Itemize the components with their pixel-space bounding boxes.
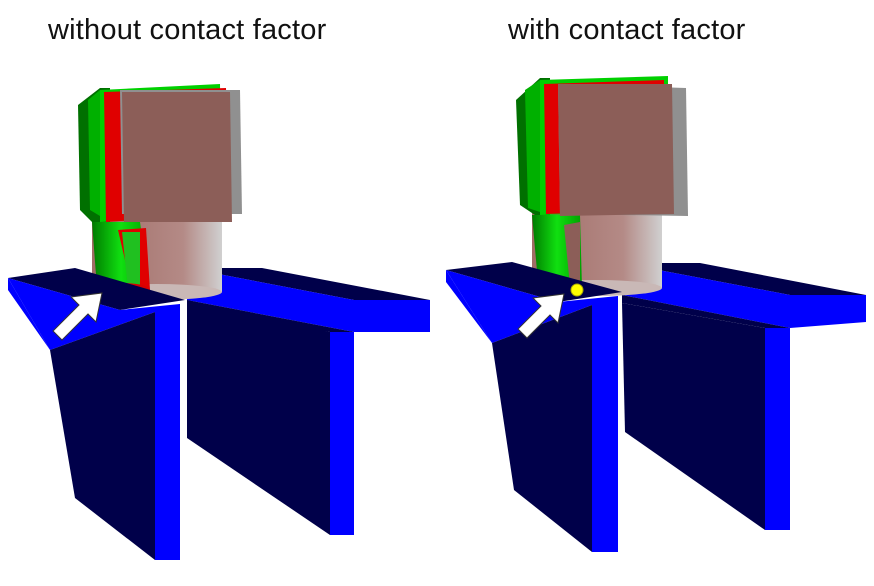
left-cap-box — [78, 84, 242, 222]
left-contact-arrow — [52, 292, 103, 341]
right-panel — [446, 76, 866, 552]
left-panel — [8, 84, 430, 560]
right-left-beam — [446, 262, 622, 552]
left-left-beam — [8, 268, 185, 560]
right-right-beam — [622, 263, 866, 530]
right-cap-box — [516, 76, 688, 216]
contact-point-marker — [570, 283, 584, 297]
right-panel-title: with contact factor — [508, 14, 746, 46]
right-contact-arrow — [517, 293, 565, 339]
left-panel-title: without contact factor — [48, 14, 327, 46]
left-right-beam — [187, 268, 430, 535]
